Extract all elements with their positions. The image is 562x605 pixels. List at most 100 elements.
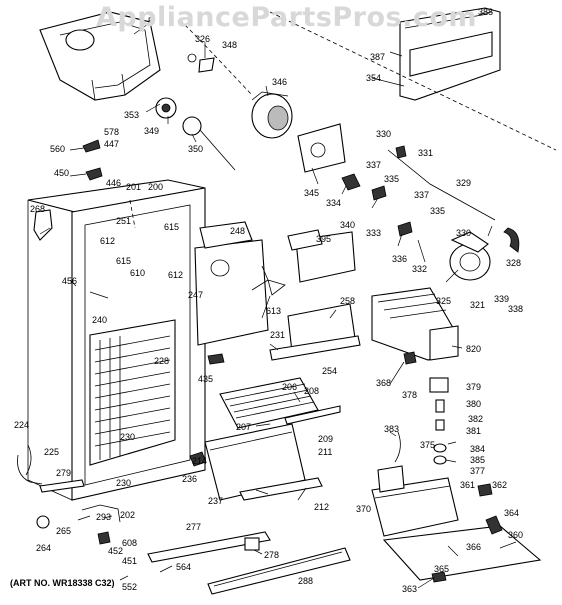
label-214: 214: [192, 456, 207, 466]
label-337b: 337: [414, 190, 429, 200]
part-364: [485, 515, 503, 535]
label-278: 278: [264, 550, 279, 560]
base-plate: [382, 525, 542, 581]
label-264: 264: [36, 543, 51, 553]
label-370: 370: [356, 504, 371, 514]
part-608: [97, 531, 111, 545]
part-202: [81, 504, 121, 523]
label-346: 346: [272, 77, 287, 87]
label-608: 608: [122, 538, 137, 548]
label-258: 258: [340, 296, 355, 306]
label-230a: 230: [120, 432, 135, 442]
part-362: [477, 483, 493, 497]
label-446: 446: [106, 178, 121, 188]
label-560: 560: [50, 144, 65, 154]
label-202: 202: [120, 510, 135, 520]
label-378: 378: [402, 390, 417, 400]
label-340: 340: [340, 220, 355, 230]
part-446: [85, 167, 103, 181]
label-349: 349: [144, 126, 159, 136]
label-329: 329: [456, 178, 471, 188]
part-368: [403, 351, 417, 365]
shelf-trim: [269, 335, 361, 361]
label-208: 208: [304, 386, 319, 396]
label-384: 384: [470, 444, 485, 454]
part-333: [371, 185, 387, 201]
label-330b: 330: [456, 228, 471, 238]
label-332: 332: [412, 264, 427, 274]
label-456: 456: [62, 276, 77, 286]
part-328: [503, 227, 520, 253]
label-364: 364: [504, 508, 519, 518]
label-615b: 615: [116, 256, 131, 266]
label-361: 361: [460, 480, 475, 490]
label-254: 254: [322, 366, 337, 376]
label-268: 268: [30, 204, 45, 214]
part-236: [189, 451, 207, 467]
tube-225: [17, 454, 43, 485]
label-451: 451: [122, 556, 137, 566]
label-385: 385: [470, 455, 485, 465]
label-368: 368: [376, 378, 391, 388]
label-200: 200: [148, 182, 163, 192]
label-613: 613: [266, 306, 281, 316]
label-228: 228: [154, 356, 169, 366]
label-348: 348: [222, 40, 237, 50]
wire-shelf: [219, 377, 319, 429]
label-212: 212: [314, 502, 329, 512]
label-293: 293: [96, 512, 111, 522]
label-209: 209: [318, 434, 333, 444]
part-330: [395, 145, 407, 159]
label-380: 380: [466, 399, 481, 409]
label-350: 350: [188, 144, 203, 154]
label-366: 366: [466, 542, 481, 552]
part-363: [431, 571, 447, 583]
rail-277: [147, 531, 271, 563]
part-number-labels: 5 326 348 388 387 354 353 349 346 578 44…: [14, 7, 523, 594]
label-339: 339: [494, 294, 509, 304]
label-330: 330: [376, 129, 391, 139]
label-336: 336: [392, 254, 407, 264]
auger-motor: [251, 91, 293, 139]
label-206: 206: [282, 382, 297, 392]
label-610: 610: [130, 268, 145, 278]
label-612a: 612: [100, 236, 115, 246]
label-211: 211: [318, 447, 332, 457]
label-382: 382: [468, 414, 483, 424]
part-264: [36, 515, 50, 529]
label-333: 333: [366, 228, 381, 238]
icemaker: [371, 287, 459, 361]
label-354: 354: [366, 73, 381, 83]
label-225: 225: [44, 447, 59, 457]
label-277: 277: [186, 522, 201, 532]
leader-lines: [39, 11, 517, 589]
part-435: [207, 353, 225, 365]
label-337a: 337: [366, 160, 381, 170]
label-578: 578: [104, 127, 119, 137]
part-348: [198, 57, 215, 73]
ice-bucket: [39, 11, 161, 101]
label-338: 338: [508, 304, 523, 314]
label-353: 353: [124, 110, 139, 120]
part-268: [33, 209, 53, 241]
label-321: 321: [470, 300, 485, 310]
label-331: 331: [418, 148, 433, 158]
evaporator-coil: [89, 319, 176, 466]
watermark: AppliancePartsPros.com: [96, 2, 478, 33]
label-365: 365: [434, 564, 449, 574]
label-236: 236: [182, 474, 197, 484]
label-383: 383: [384, 424, 399, 434]
part-278: [244, 537, 260, 551]
label-612b: 612: [168, 270, 183, 280]
label-237: 237: [208, 496, 223, 506]
shelf-rail: [284, 405, 341, 425]
basket-rail: [239, 477, 323, 501]
label-381: 381: [466, 426, 481, 436]
mounting-plate: [297, 123, 346, 173]
label-552: 552: [122, 582, 137, 592]
evaporator-cover: [194, 239, 269, 346]
label-564: 564: [176, 562, 191, 572]
label-265: 265: [56, 526, 71, 536]
